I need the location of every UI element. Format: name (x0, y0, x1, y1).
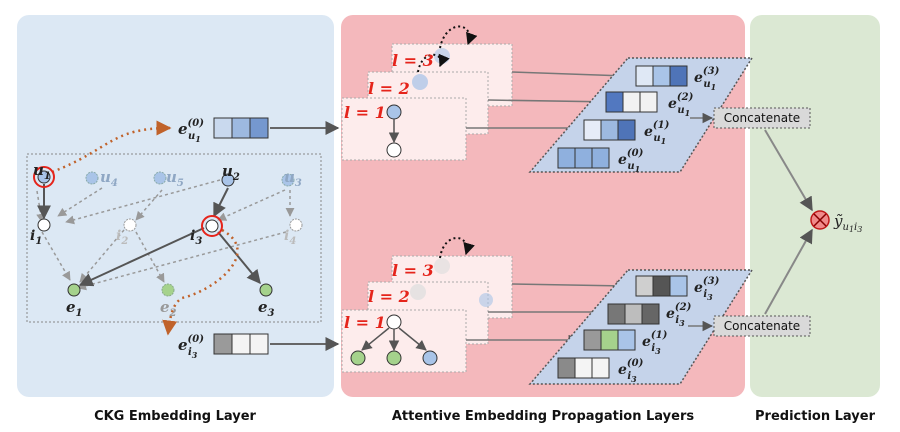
prediction-output-label: ỹu1i3 (833, 212, 862, 234)
label-u5: u5 (166, 168, 184, 189)
label-e3: e3 (258, 298, 275, 319)
item-stack-label-3: e(3)i3 (694, 276, 720, 302)
user-concatenate-box (713, 107, 811, 129)
entity-node-e2 (161, 283, 175, 297)
user-stack-label-2: e(2)u1 (668, 92, 694, 118)
user-node-u3 (281, 173, 295, 187)
item-layer-tag-2: l = 2 (368, 287, 410, 306)
user-embedding-label: e(0)u1 (178, 118, 204, 144)
user-stack-label-1: e(1)u1 (644, 120, 670, 146)
item-stack-label-2: e(2)i3 (666, 302, 692, 328)
label-u1: u1 (33, 161, 51, 182)
item-embedding-vector (213, 333, 269, 355)
item-concatenate-box (713, 315, 811, 337)
user-layer-tag-3: l = 3 (392, 51, 434, 70)
user-node-u4 (85, 171, 99, 185)
label-e1: e1 (66, 298, 83, 319)
item-stack-vectors (557, 275, 688, 379)
prediction-panel (750, 15, 880, 397)
user-node-u1 (33, 166, 55, 188)
item-node-i2 (123, 218, 137, 232)
label-u2: u2 (222, 162, 240, 183)
user-propagation-stack (341, 25, 513, 161)
user-embedding-vector (213, 117, 269, 139)
item-layer-tag-1: l = 1 (344, 313, 386, 332)
user-stack-label-0: e(0)u1 (618, 148, 644, 174)
item-stack-label-0: e(0)i3 (618, 358, 644, 384)
item-embedding-label: e(0)i3 (178, 334, 204, 360)
item-concatenate-label: Concatenate (724, 319, 800, 333)
user-stack-vectors (557, 65, 688, 169)
label-i2: i2 (116, 228, 128, 247)
user-stack-label-3: e(3)u1 (694, 66, 720, 92)
user-embedding-parallelogram (528, 57, 754, 173)
ckg-dashed-edges (36, 179, 295, 291)
user-node-u2 (221, 173, 235, 187)
item-embedding-parallelogram (528, 269, 754, 385)
item-embedding-connector (162, 228, 239, 336)
ckg-solid-edges (37, 184, 261, 287)
ckg-panel (17, 15, 334, 397)
item-node-i3 (201, 215, 223, 237)
prediction-panel-title: Prediction Layer (755, 409, 876, 424)
label-i1: i1 (30, 228, 42, 247)
item-stack-label-1: e(1)i3 (642, 330, 668, 356)
entity-node-e3 (259, 283, 273, 297)
item-node-i1 (37, 218, 51, 232)
user-to-prediction-arrow (764, 129, 813, 212)
item-to-prediction-arrow (764, 228, 813, 315)
propagation-panel-title: Attentive Embedding Propagation Layers (392, 409, 695, 424)
label-u4: u4 (100, 168, 118, 189)
inner-product-operator (810, 210, 830, 230)
user-layer-tag-2: l = 2 (368, 79, 410, 98)
item-stack-arrows (466, 280, 628, 346)
user-concatenate-label: Concatenate (724, 111, 800, 125)
user-embedding-connector (51, 120, 172, 174)
item-propagation-stack (341, 237, 513, 373)
ckg-panel-title: CKG Embedding Layer (94, 409, 256, 424)
item-node-i4 (289, 218, 303, 232)
entity-node-e1 (67, 283, 81, 297)
label-u3: u3 (284, 168, 302, 189)
label-e2: e2 (160, 298, 177, 319)
label-i3: i3 (190, 228, 202, 247)
user-node-u5 (153, 171, 167, 185)
item-layer-tag-3: l = 3 (392, 261, 434, 280)
user-layer-tag-1: l = 1 (344, 103, 386, 122)
label-i4: i4 (284, 228, 296, 247)
